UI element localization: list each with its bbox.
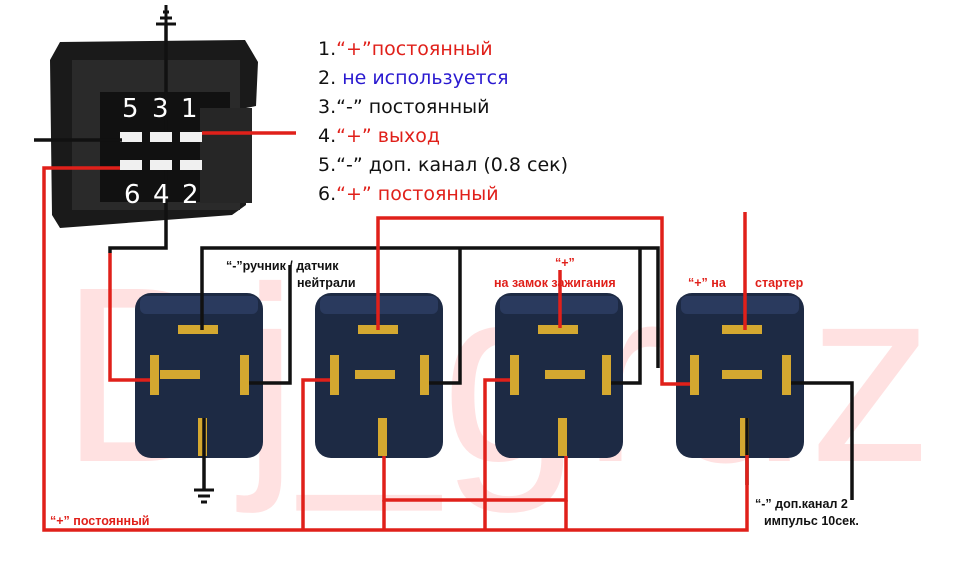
constant-plus-label: “+” постоянный (50, 514, 150, 528)
legend-item-1: 1.“+”постоянный (318, 38, 493, 60)
pin-label-3: 3 (152, 94, 169, 124)
legend-item-4: 4.“+” выход (318, 125, 440, 147)
red-wires (42, 131, 749, 532)
legend-item-2: 2. не используется (318, 67, 509, 89)
black-wires (34, 24, 854, 500)
starter-plus-label: “+” на (688, 276, 726, 290)
legend-item-3: 3.“-” постоянный (318, 96, 490, 118)
extra-channel-label-line2: импульс 10сек. (764, 514, 859, 528)
pin-label-4: 4 (153, 180, 170, 210)
pin-label-1: 1 (181, 94, 198, 124)
handbrake-label-line1: “-”ручник / датчик (226, 259, 339, 273)
relay-3 (495, 293, 623, 458)
pin-label-6: 6 (124, 180, 141, 210)
relay-1 (135, 293, 263, 458)
pin-label-5: 5 (122, 94, 139, 124)
relay-4 (676, 293, 804, 458)
ground-icon-top (156, 5, 176, 26)
pin-label-2: 2 (182, 180, 199, 210)
ground-icon-bottom (194, 488, 214, 504)
starter-label: стартер (755, 276, 804, 290)
ignition-label: на замок зажигания (494, 276, 616, 290)
connector-block (50, 40, 258, 228)
handbrake-label-line2: нейтрали (297, 276, 356, 290)
ignition-plus-label: “+” (555, 256, 575, 270)
legend-item-6: 6.“+” постоянный (318, 183, 499, 205)
extra-channel-label-line1: “-” доп.канал 2 (755, 497, 848, 511)
legend-item-5: 5.“-” доп. канал (0.8 сек) (318, 154, 569, 176)
